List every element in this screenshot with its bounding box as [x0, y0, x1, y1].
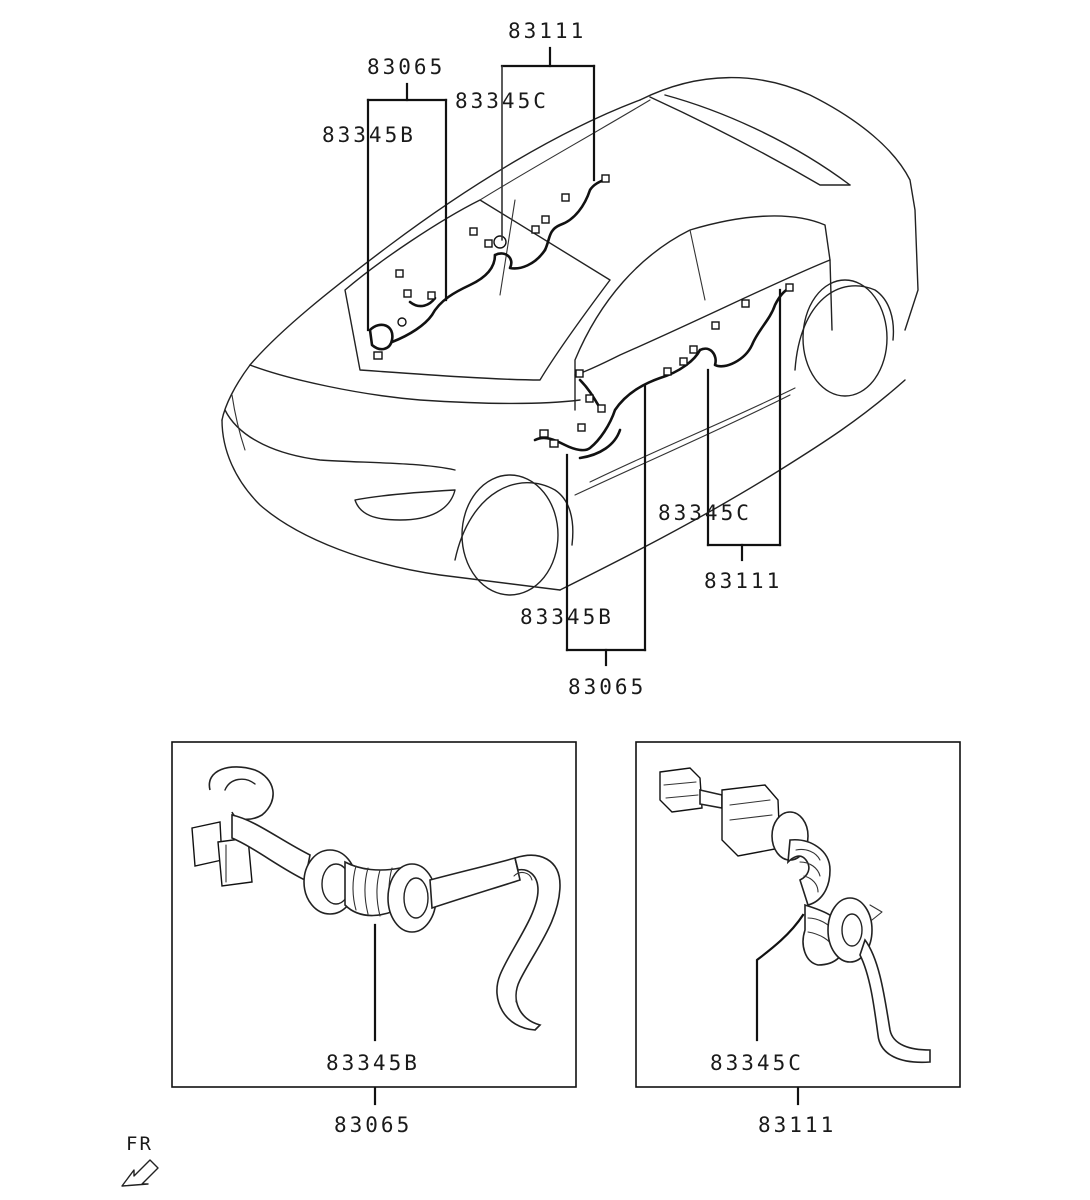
callout-83065-side: 83345B 83065: [520, 383, 647, 699]
detail-right-item-label: 83345C: [710, 1051, 804, 1075]
label-83345c-side: 83345C: [658, 501, 752, 525]
label-83111-side: 83111: [704, 569, 782, 593]
label-83065-side: 83065: [568, 675, 646, 699]
label-83065-top: 83065: [367, 55, 445, 79]
label-83345b-top: 83345B: [322, 123, 416, 147]
front-orientation-indicator: FR: [121, 1133, 159, 1187]
detail-box-83111: 83345C 83111: [635, 741, 961, 1137]
car-body-outline: [221, 76, 919, 596]
label-83345c-top: 83345C: [455, 89, 549, 113]
detail-left-group-label: 83065: [334, 1113, 412, 1137]
callout-83111-side: 83345C 83111: [658, 288, 782, 593]
detail-box-83065: 83345B 83065: [171, 741, 577, 1137]
label-83111-top: 83111: [508, 19, 586, 43]
callout-83111-top: 83111 83345C: [455, 19, 596, 241]
detail-left-item-label: 83345B: [326, 1051, 420, 1075]
rear-door-harness: [533, 283, 794, 460]
detail-right-group-label: 83111: [758, 1113, 836, 1137]
orientation-label: FR: [126, 1133, 153, 1155]
front-door-harness: [368, 174, 610, 360]
arrow-front-icon: [121, 1159, 159, 1187]
callout-83065-top: 83065 83345B: [322, 55, 448, 332]
label-83345b-side: 83345B: [520, 605, 614, 629]
